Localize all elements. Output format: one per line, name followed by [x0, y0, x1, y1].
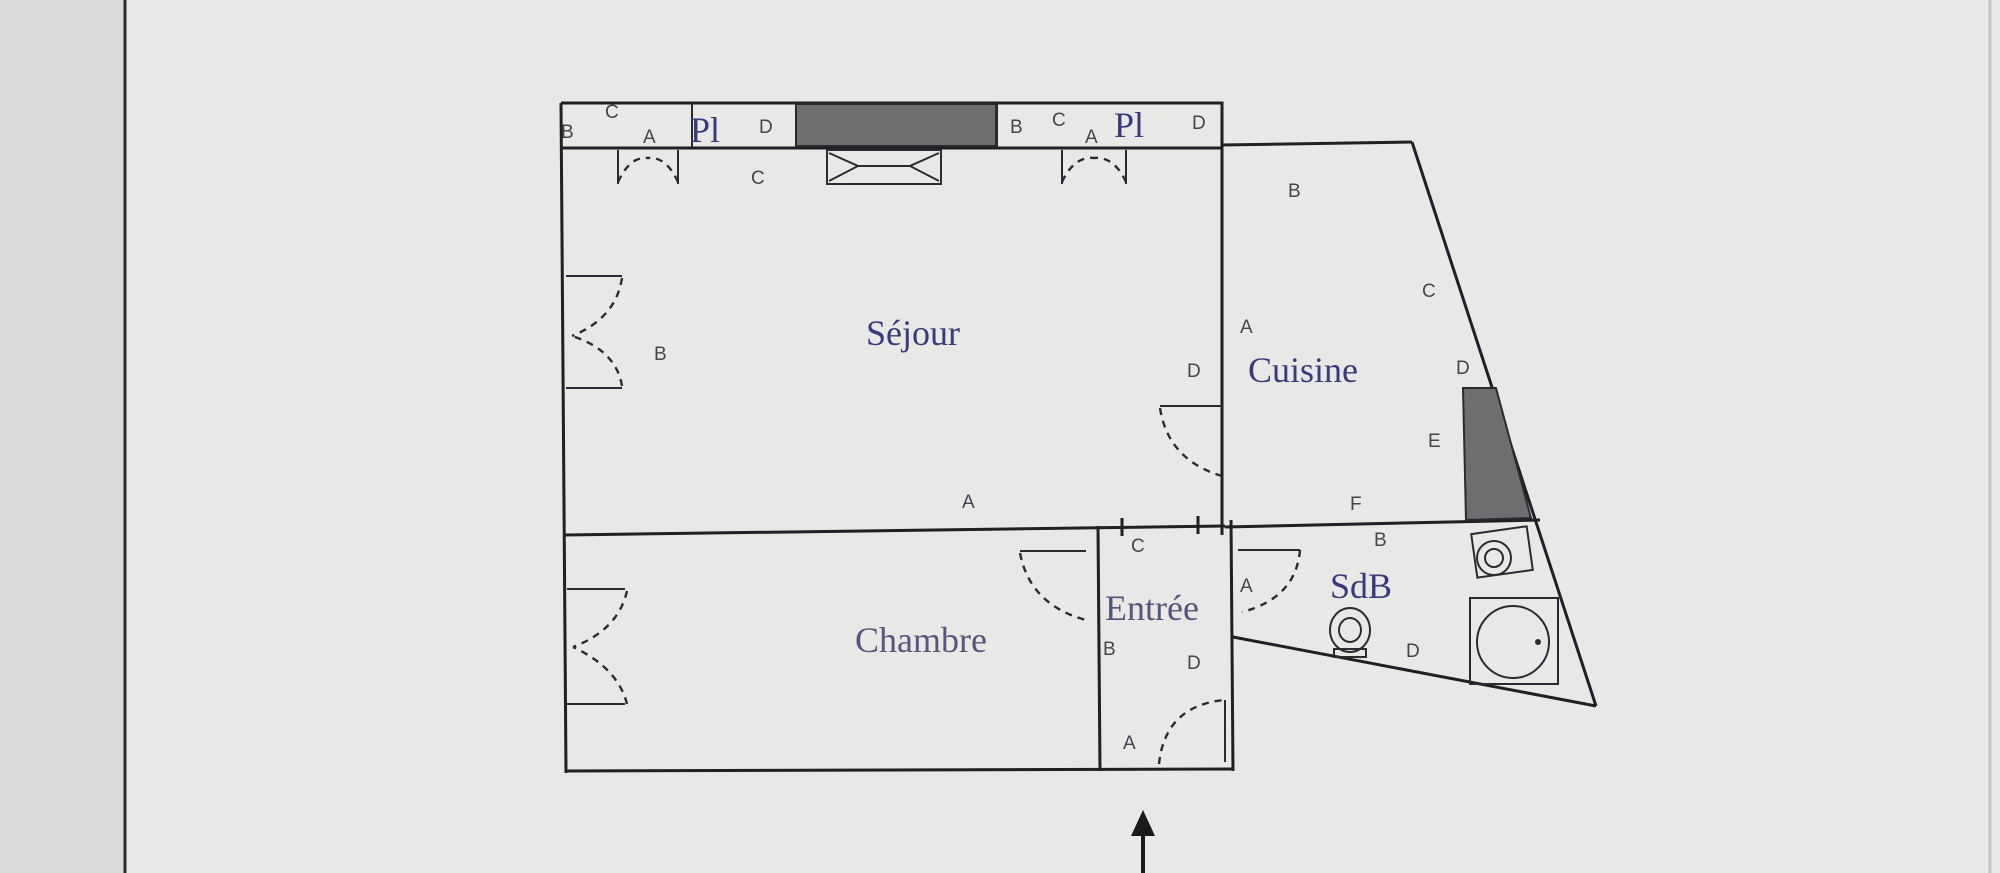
- marker: F: [1350, 494, 1362, 515]
- marker: C: [1422, 281, 1436, 302]
- chambre-window: [567, 588, 629, 705]
- room-label-chambre: Chambre: [855, 620, 987, 660]
- washbasin-icon: [1470, 525, 1534, 579]
- entrance-arrow-icon: [1131, 810, 1155, 873]
- wall-left: [559, 102, 568, 774]
- marker: B: [1010, 117, 1023, 138]
- marker: A: [1123, 733, 1136, 754]
- marker: D: [1187, 361, 1201, 382]
- marker: A: [1240, 317, 1253, 338]
- wall-sejour-top-right: [561, 101, 1224, 535]
- room-label-sdb: SdB: [1330, 566, 1392, 606]
- marker: D: [1192, 113, 1206, 134]
- marker: D: [1406, 641, 1420, 662]
- marker: C: [1052, 110, 1066, 131]
- marker: A: [962, 492, 975, 513]
- entrance-door: [1157, 698, 1226, 765]
- marker: D: [1456, 358, 1470, 379]
- room-label-sejour: Séjour: [866, 313, 960, 353]
- marker: D: [759, 117, 773, 138]
- outer-walls: [559, 101, 1598, 774]
- wall-cuisine-sdb: [1224, 518, 1541, 529]
- room-label-entree: Entrée: [1105, 588, 1199, 628]
- marker: C: [605, 102, 619, 123]
- chimney-block: [795, 103, 997, 147]
- wall-cuisine-top: [1221, 140, 1413, 147]
- marker: B: [1103, 639, 1116, 660]
- marker: B: [1288, 181, 1301, 202]
- toilet-icon: [1329, 607, 1371, 658]
- sejour-cuisine-door: [1158, 405, 1223, 478]
- marker: A: [1085, 127, 1098, 148]
- marker: B: [654, 344, 667, 365]
- shower-tray-icon: [1469, 597, 1559, 685]
- marker: B: [1374, 530, 1387, 551]
- wall-entree-right: [1229, 519, 1235, 772]
- interior-walls: [561, 146, 1541, 772]
- wall-bottom: [565, 767, 1234, 773]
- marker: D: [1187, 653, 1201, 674]
- sdb-door: [1238, 549, 1302, 614]
- sejour-window: [566, 275, 624, 389]
- placard-label-right: Pl: [1114, 105, 1144, 145]
- marker: A: [643, 127, 656, 148]
- marker: E: [1428, 431, 1441, 452]
- fireplace-icon: [826, 149, 942, 185]
- wall-chambre-entree: [1096, 525, 1102, 772]
- placard-left-doors: [616, 150, 680, 184]
- wall-sejour-chambre: [564, 524, 1226, 537]
- kitchen-counter: [1461, 387, 1533, 522]
- marker: A: [1240, 576, 1253, 597]
- paper-sheet: [125, 0, 2000, 873]
- placard-right-doors: [1060, 150, 1128, 184]
- wall-sdb-bottom: [1232, 635, 1597, 708]
- chambre-door: [1018, 550, 1087, 622]
- room-label-cuisine: Cuisine: [1248, 350, 1358, 390]
- marker: C: [1131, 536, 1145, 557]
- marker: C: [751, 168, 765, 189]
- marker: B: [561, 122, 574, 143]
- placard-label-left: Pl: [690, 110, 720, 150]
